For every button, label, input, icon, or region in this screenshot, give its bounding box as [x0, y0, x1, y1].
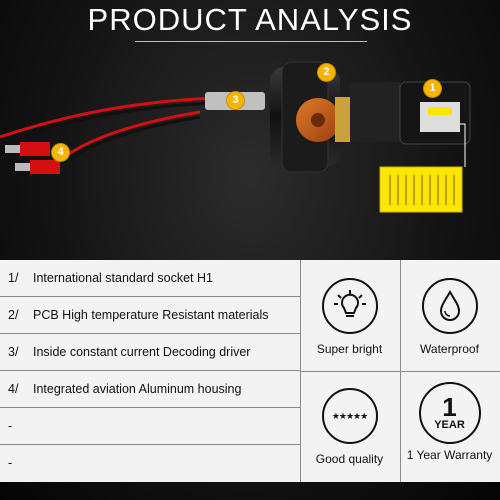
- badge-label: Waterproof: [420, 342, 479, 356]
- callout-4: 4: [52, 144, 69, 161]
- feature-number: -: [8, 419, 13, 433]
- callout-1: 1: [424, 80, 441, 97]
- feature-row: -: [0, 445, 300, 481]
- feature-row: 4/ Integrated aviation Aluminum housing: [0, 371, 300, 408]
- product-illustration: 1 2 3 4: [0, 42, 500, 247]
- page-title: PRODUCT ANALYSIS: [87, 2, 413, 37]
- feature-number: 4/: [8, 382, 19, 396]
- feature-table: 1/ International standard socket H1 2/ P…: [0, 260, 500, 482]
- feature-row: 3/ Inside constant current Decoding driv…: [0, 334, 300, 371]
- badge-waterproof: Waterproof: [402, 278, 497, 356]
- callout-2: 2: [318, 64, 335, 81]
- feature-number: 2/: [8, 308, 19, 322]
- feature-text: Inside constant current Decoding driver: [33, 345, 251, 359]
- title-underline: [135, 41, 367, 42]
- feature-text: Integrated aviation Aluminum housing: [33, 382, 242, 396]
- feature-text: International standard socket H1: [33, 271, 213, 285]
- one-year-icon: 1 YEAR: [418, 382, 481, 444]
- badge-label: Super bright: [316, 342, 383, 356]
- led-bulb-image: [0, 61, 471, 213]
- feature-row: 2/ PCB High temperature Resistant materi…: [0, 297, 300, 334]
- badge-good-quality: ★★★★★ Good quality: [302, 388, 397, 466]
- bulb-icon: [321, 278, 378, 334]
- callout-3: 3: [227, 92, 244, 109]
- feature-text: PCB High temperature Resistant materials: [33, 308, 269, 322]
- water-drop-icon: [421, 278, 478, 334]
- feature-row: -: [0, 408, 300, 445]
- feature-row: 1/ International standard socket H1: [0, 260, 300, 297]
- badge-warranty: 1 YEAR 1 Year Warranty: [402, 382, 497, 462]
- feature-number: -: [8, 456, 13, 470]
- warranty-number: 1: [442, 391, 457, 422]
- badge-label: 1 Year Warranty: [406, 448, 493, 462]
- feature-number: 3/: [8, 345, 19, 359]
- warranty-word: YEAR: [434, 418, 465, 431]
- badge-super-bright: Super bright: [302, 278, 397, 356]
- badge-label: Good quality: [315, 452, 384, 466]
- divider: [300, 371, 500, 372]
- feature-number: 1/: [8, 271, 19, 285]
- five-stars-icon: ★★★★★: [321, 388, 378, 444]
